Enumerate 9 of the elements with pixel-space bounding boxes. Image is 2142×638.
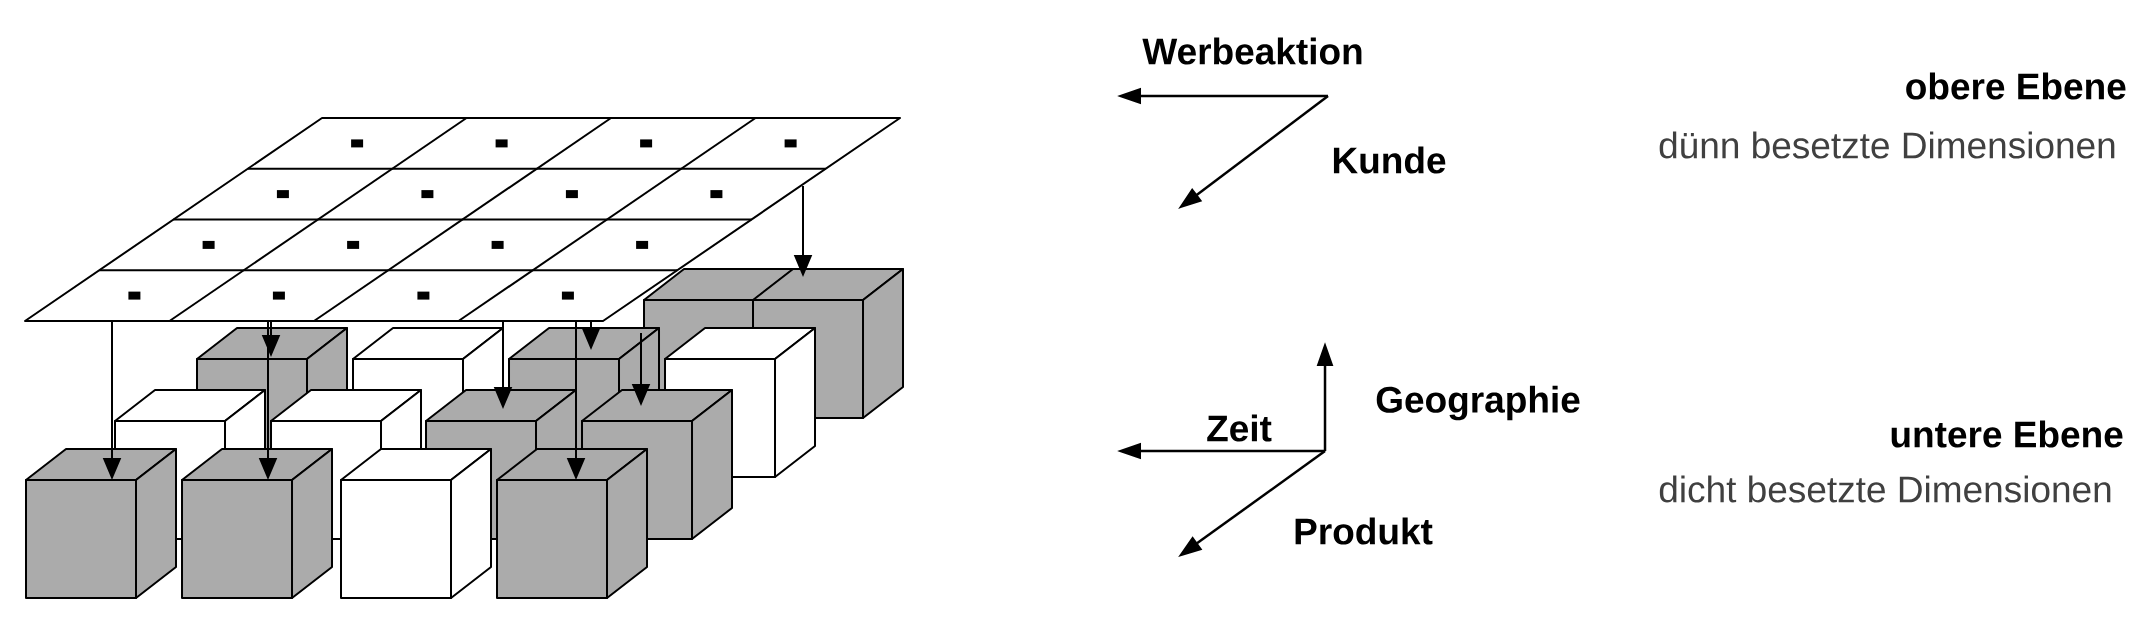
axis-label: Zeit [1207, 414, 1272, 442]
axis-label: Kunde [1333, 146, 1446, 174]
axis-label: Werbeaktion [1142, 37, 1362, 65]
level-description: dicht besetzte Dimensionen [1659, 475, 2111, 503]
axis-label: Geographie [1376, 385, 1580, 421]
axis-label: Produkt [1295, 517, 1433, 545]
level-heading: obere Ebene [1906, 72, 2126, 100]
level-description: dünn besetzte Dimensionen [1659, 131, 2115, 159]
level-heading: untere Ebene [1891, 420, 2123, 448]
